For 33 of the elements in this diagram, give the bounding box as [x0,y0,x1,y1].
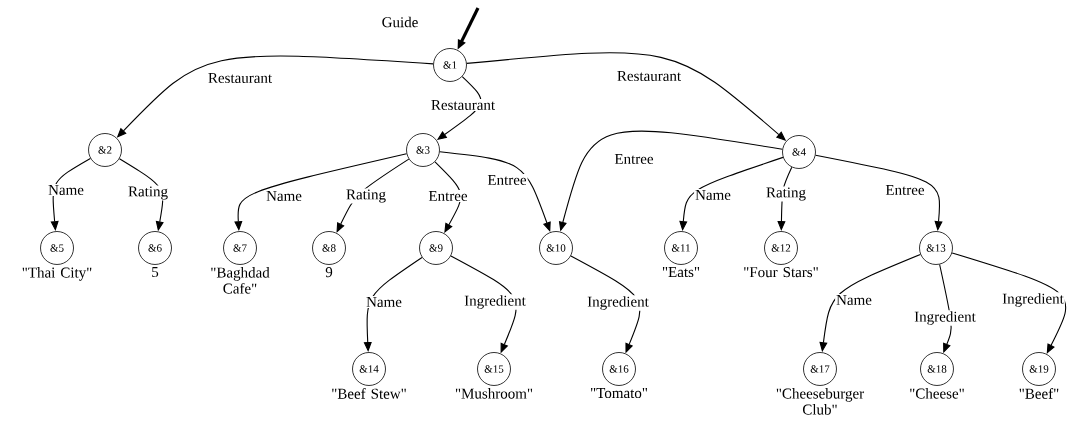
edge-label: Name [47,184,85,196]
value-text: "Baghdad Cafe" [211,267,270,294]
edge-label: Name [694,189,732,201]
arrow [951,252,1067,354]
value-text: "Beef Stew" [332,388,406,399]
edge-label: Rating [345,188,387,204]
edge-label: Name [265,190,303,202]
value-text: "Thai City" [22,267,92,281]
value-text: 9 [325,267,333,278]
edge-label: Entree [486,174,528,186]
value-text: "Cheeseburger Club" [776,388,865,415]
value-text: "Mushroom" [455,388,533,399]
edge-label: Name [835,294,873,306]
edge-label: Restaurant [429,99,497,111]
value-text: "Cheese" [910,388,964,399]
edge-label: Restaurant [206,72,274,84]
edge-label: Rating [765,186,807,202]
edge-label: Guide [380,15,420,29]
edge-label: Name [365,296,403,308]
edge-label: Entree [427,190,469,202]
value-text: 5 [152,267,159,278]
edge-label: Rating [127,185,169,201]
edge-label: Ingredient [586,295,650,311]
edge-label: Ingredient [1001,292,1065,308]
value-text: "Four Stars" [744,267,818,278]
edge-label: Entree [884,184,926,196]
edge-label: Restaurant [615,70,683,82]
edge-label: Entree [613,153,655,165]
value-text: "Tomato" [591,388,647,399]
value-text: "Eats" [662,267,700,278]
value-text: "Beef" [1019,388,1059,399]
edge-label: Ingredient [463,294,527,310]
edge-label: Ingredient [913,310,977,326]
